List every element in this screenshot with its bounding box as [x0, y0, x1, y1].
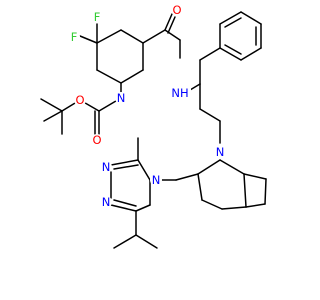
molecule-canvas: F F O NH N O O N	[40, 3, 267, 249]
fluorine-2-label: F	[71, 30, 78, 44]
fluorine-2-atom: F	[68, 30, 80, 44]
bond	[43, 110, 63, 122]
bond	[137, 159, 151, 181]
bond	[245, 203, 266, 208]
bond	[240, 47, 262, 61]
triazole-nitrogen-1-label: N	[102, 160, 111, 174]
bond	[120, 69, 144, 84]
bond	[164, 13, 173, 31]
bond	[197, 173, 203, 201]
triazole-nitrogen-4-label: N	[152, 173, 161, 187]
triazole-nitrogen-2-atom: N	[100, 195, 112, 209]
bond	[175, 173, 199, 181]
bond	[110, 159, 139, 166]
ester-carbonyl-oxygen-atom: O	[91, 133, 103, 147]
bond	[113, 234, 137, 249]
bond	[135, 234, 158, 249]
bond	[224, 17, 242, 28]
bond	[197, 159, 221, 175]
amide-oxygen-atom: O	[171, 3, 183, 17]
bond	[40, 98, 63, 112]
piperidine-nitrogen-label: N	[117, 91, 126, 105]
bridge-nitrogen-atom: N	[214, 145, 226, 159]
triazole-nitrogen-4-atom: N	[150, 173, 162, 187]
ester-oxygen-label: O	[75, 93, 84, 107]
ester-carbonyl-oxygen-label: O	[92, 133, 101, 147]
bond	[221, 206, 247, 210]
bond	[243, 173, 267, 180]
bond	[240, 11, 262, 25]
fluorine-1-atom: F	[91, 10, 103, 24]
ester-oxygen-atom: O	[74, 93, 86, 107]
triazole-nitrogen-1-atom: N	[100, 160, 112, 174]
molecule-structure: F F O NH N O O N	[40, 3, 267, 249]
piperidine-nitrogen-atom: N	[115, 91, 127, 105]
triazole-nitrogen-2-label: N	[102, 195, 111, 209]
bond	[167, 16, 176, 34]
bond	[79, 35, 98, 44]
bond	[120, 29, 144, 44]
bond	[243, 173, 247, 208]
bridge-nitrogen-label: N	[216, 145, 225, 159]
amide-oxygen-label: O	[172, 3, 181, 17]
bond	[96, 29, 122, 44]
bond	[201, 199, 223, 210]
bond	[142, 29, 166, 44]
bond	[219, 159, 245, 175]
bond	[219, 11, 242, 25]
bond	[224, 44, 242, 55]
bond	[113, 199, 137, 207]
bond	[113, 164, 139, 170]
bond	[199, 108, 221, 122]
atom-labels: F F O NH N O O N	[68, 3, 226, 209]
bond	[96, 69, 122, 84]
fluorine-1-label: F	[94, 10, 101, 24]
bond	[199, 47, 221, 61]
bond	[135, 204, 151, 212]
amide-nitrogen-label: NH	[171, 86, 188, 100]
amide-nitrogen-atom: NH	[169, 85, 191, 100]
bond	[110, 204, 137, 212]
bond	[219, 47, 242, 61]
bond	[164, 29, 181, 41]
bonds	[40, 11, 267, 249]
bond	[264, 178, 267, 205]
